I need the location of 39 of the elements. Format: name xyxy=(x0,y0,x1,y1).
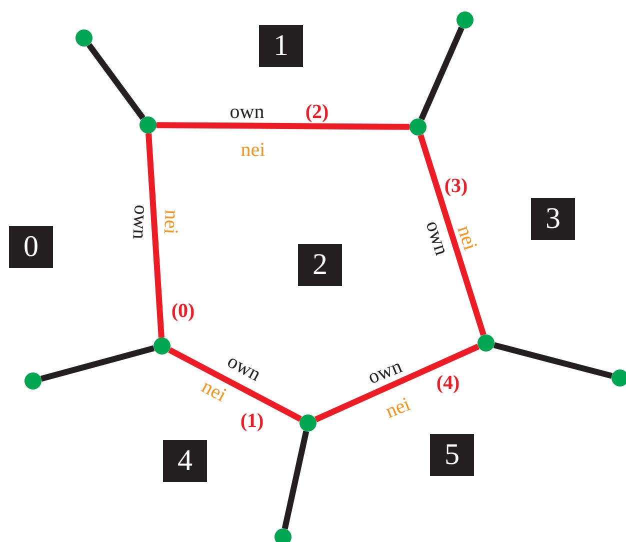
mesh-edge xyxy=(282,430,310,530)
vertex-dot xyxy=(154,338,170,354)
face-edge xyxy=(146,133,164,338)
vertex-dot xyxy=(612,370,626,386)
neighbour-label: nei xyxy=(160,209,182,235)
face-index-label: (3) xyxy=(444,176,468,196)
vertex-dot xyxy=(24,372,42,390)
face-index-label: (2) xyxy=(305,102,329,122)
vertex-dot xyxy=(456,12,474,28)
vertex-dot xyxy=(274,528,292,542)
neighbour-label: nei xyxy=(454,223,480,253)
owner-label: own xyxy=(230,102,264,122)
face-edge xyxy=(314,344,480,422)
vertex-dot xyxy=(140,116,156,134)
neighbour-label: nei xyxy=(240,140,266,160)
owner-label: own xyxy=(422,218,452,258)
owner-label: own xyxy=(129,204,151,240)
vertex-dot xyxy=(300,414,316,432)
mesh-edge xyxy=(493,342,613,379)
cell-number: 3 xyxy=(531,198,575,240)
owner-label: own xyxy=(365,356,405,388)
mesh-edge xyxy=(418,26,464,120)
mesh-edge xyxy=(40,345,155,382)
face-index-label: (0) xyxy=(171,301,195,321)
vertex-dot xyxy=(410,118,426,136)
cell-number: 1 xyxy=(259,25,303,67)
cell-number: 5 xyxy=(430,434,474,476)
face-index-label: (1) xyxy=(240,411,264,431)
face-index-label: (4) xyxy=(436,373,460,393)
neighbour-label: nei xyxy=(382,394,414,422)
face-edge xyxy=(156,122,410,130)
cell-number: 4 xyxy=(163,440,207,482)
mesh-edge xyxy=(86,43,146,120)
cell-number: 0 xyxy=(9,226,53,268)
face-edge xyxy=(168,347,302,422)
cell-number: 2 xyxy=(298,244,342,286)
face-edge xyxy=(418,134,486,336)
vertex-dot xyxy=(76,30,92,46)
vertex-dot xyxy=(478,334,494,352)
